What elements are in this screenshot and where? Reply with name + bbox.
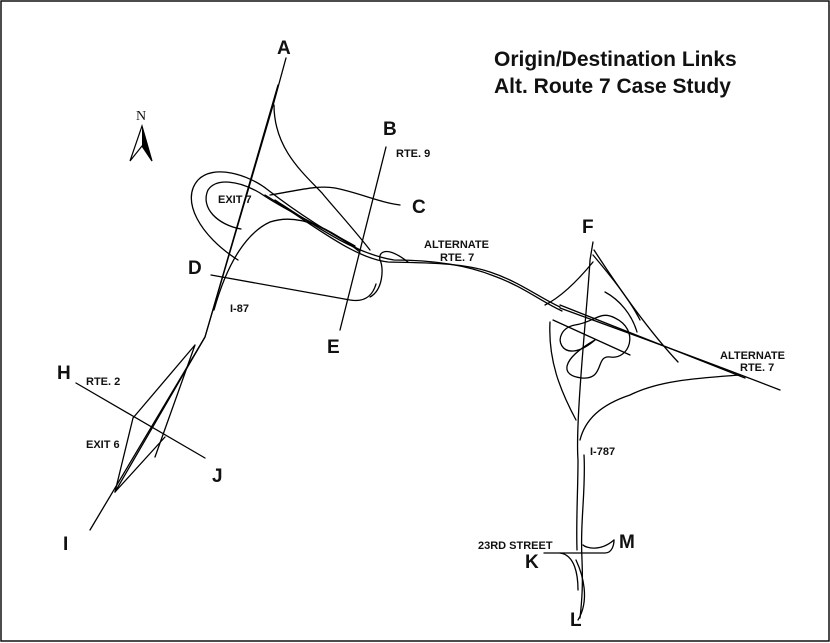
road-exit7-ramp-c (269, 186, 401, 206)
label-i787: I-787 (590, 446, 615, 458)
label-rte7: RTE. 7 (440, 252, 474, 264)
road-f-diag-2 (559, 304, 746, 379)
road-l-link (575, 559, 586, 621)
node-h: H (57, 363, 71, 384)
road-exit6-ramp-3 (114, 436, 166, 493)
road-d-link (210, 274, 377, 302)
road-f-cloverleaf (559, 314, 631, 379)
title-line-1: Origin/Destination Links (494, 48, 737, 71)
label-alternate-east: ALTERNATE (720, 350, 785, 362)
road-exit7-sweep (213, 218, 361, 311)
road-exit6-ramp-1 (114, 417, 134, 493)
road-i787-south (579, 454, 586, 619)
node-j: J (212, 466, 223, 487)
road-f-diag (552, 319, 631, 356)
node-a: A (277, 38, 291, 59)
road-f-ring-right (579, 374, 741, 441)
label-alternate: ALTERNATE (424, 239, 489, 251)
node-l: L (570, 610, 582, 631)
node-m: M (619, 532, 635, 553)
road-exit7-loop-outer (190, 171, 361, 261)
road-exit7-ramp-n (273, 104, 371, 251)
node-d: D (188, 258, 202, 279)
road-rte2 (75, 382, 206, 459)
node-c: C (412, 197, 426, 218)
label-rte9: RTE. 9 (396, 148, 430, 160)
label-exit7: EXIT 7 (218, 194, 252, 206)
label-rte7-east: RTE. 7 (740, 362, 774, 374)
label-23rd-street: 23RD STREET (478, 540, 553, 552)
north-arrow-icon: N (129, 109, 153, 162)
title-line-2: Alt. Route 7 Case Study (494, 75, 731, 98)
label-exit6: EXIT 6 (86, 439, 120, 451)
road-alt-rte7-west-2 (274, 199, 563, 312)
road-k-link (559, 552, 579, 591)
label-rte2: RTE. 2 (86, 376, 120, 388)
north-label: N (136, 109, 146, 124)
node-i: I (63, 534, 68, 555)
road-f-circle (604, 291, 638, 333)
node-k: K (525, 552, 539, 573)
road-m-link (582, 539, 615, 549)
road-23rd-street (543, 539, 615, 554)
road-alt-rte7-west (264, 194, 561, 308)
node-f: F (582, 217, 594, 238)
node-b: B (383, 119, 397, 140)
node-e: E (327, 337, 340, 358)
road-f-ramp-b (593, 249, 679, 363)
road-i87-b (114, 84, 279, 493)
road-exit7-loop-inner (205, 181, 356, 247)
road-f-ramp-c (544, 261, 594, 306)
label-i87: I-87 (230, 303, 249, 315)
road-exit6-ramp-2 (132, 344, 196, 458)
road-i787-north (576, 241, 594, 551)
road-f-ring-left (549, 321, 577, 421)
